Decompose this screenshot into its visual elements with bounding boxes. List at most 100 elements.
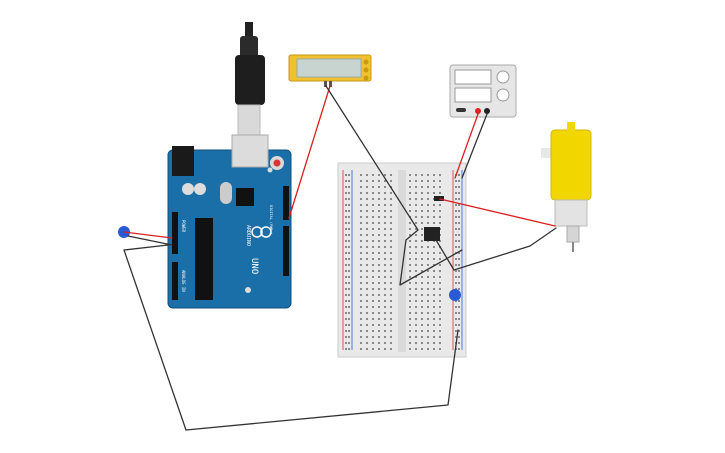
rail-hole[interactable]: [345, 252, 347, 254]
breadboard-hole[interactable]: [384, 318, 386, 320]
breadboard-hole[interactable]: [366, 186, 368, 188]
breadboard-hole[interactable]: [415, 252, 417, 254]
breadboard-hole[interactable]: [427, 198, 429, 200]
breadboard-hole[interactable]: [390, 246, 392, 248]
breadboard-hole[interactable]: [384, 294, 386, 296]
breadboard-hole[interactable]: [439, 192, 441, 194]
rail-hole[interactable]: [348, 288, 350, 290]
breadboard-hole[interactable]: [378, 342, 380, 344]
breadboard-hole[interactable]: [384, 312, 386, 314]
rail-hole[interactable]: [345, 324, 347, 326]
breadboard-hole[interactable]: [433, 252, 435, 254]
breadboard-hole[interactable]: [433, 264, 435, 266]
breadboard-hole[interactable]: [409, 342, 411, 344]
breadboard-hole[interactable]: [360, 174, 362, 176]
breadboard-hole[interactable]: [415, 324, 417, 326]
breadboard-hole[interactable]: [409, 294, 411, 296]
breadboard-hole[interactable]: [427, 174, 429, 176]
breadboard-hole[interactable]: [372, 180, 374, 182]
rail-hole[interactable]: [345, 192, 347, 194]
breadboard-hole[interactable]: [390, 216, 392, 218]
breadboard-hole[interactable]: [378, 246, 380, 248]
breadboard-hole[interactable]: [415, 222, 417, 224]
rail-hole[interactable]: [348, 330, 350, 332]
breadboard-hole[interactable]: [427, 324, 429, 326]
breadboard-hole[interactable]: [366, 318, 368, 320]
breadboard-hole[interactable]: [427, 246, 429, 248]
breadboard-hole[interactable]: [378, 300, 380, 302]
breadboard-hole[interactable]: [360, 342, 362, 344]
rail-hole[interactable]: [345, 312, 347, 314]
breadboard-hole[interactable]: [390, 210, 392, 212]
breadboard-hole[interactable]: [427, 264, 429, 266]
rail-hole[interactable]: [458, 300, 460, 302]
breadboard-hole[interactable]: [360, 264, 362, 266]
breadboard-hole[interactable]: [372, 264, 374, 266]
breadboard-hole[interactable]: [372, 300, 374, 302]
breadboard-hole[interactable]: [372, 192, 374, 194]
breadboard-hole[interactable]: [433, 288, 435, 290]
breadboard-hole[interactable]: [378, 282, 380, 284]
rail-hole[interactable]: [458, 228, 460, 230]
breadboard-hole[interactable]: [433, 342, 435, 344]
rail-hole[interactable]: [455, 270, 457, 272]
breadboard-hole[interactable]: [366, 252, 368, 254]
breadboard-hole[interactable]: [421, 288, 423, 290]
breadboard-hole[interactable]: [415, 258, 417, 260]
breadboard-hole[interactable]: [360, 276, 362, 278]
rail-hole[interactable]: [348, 210, 350, 212]
breadboard-hole[interactable]: [360, 180, 362, 182]
rail-hole[interactable]: [348, 312, 350, 314]
rail-hole[interactable]: [348, 174, 350, 176]
rail-hole[interactable]: [455, 186, 457, 188]
breadboard-hole[interactable]: [427, 222, 429, 224]
breadboard-hole[interactable]: [415, 198, 417, 200]
breadboard-hole[interactable]: [415, 246, 417, 248]
breadboard-hole[interactable]: [360, 288, 362, 290]
breadboard-hole[interactable]: [433, 258, 435, 260]
rail-hole[interactable]: [345, 342, 347, 344]
breadboard-hole[interactable]: [390, 342, 392, 344]
breadboard-hole[interactable]: [421, 252, 423, 254]
breadboard-hole[interactable]: [378, 180, 380, 182]
breadboard-hole[interactable]: [390, 276, 392, 278]
rail-hole[interactable]: [348, 342, 350, 344]
breadboard-hole[interactable]: [409, 192, 411, 194]
rail-hole[interactable]: [458, 252, 460, 254]
breadboard-hole[interactable]: [384, 204, 386, 206]
rail-hole[interactable]: [345, 186, 347, 188]
breadboard-hole[interactable]: [366, 342, 368, 344]
breadboard-hole[interactable]: [433, 192, 435, 194]
rail-hole[interactable]: [458, 204, 460, 206]
breadboard-hole[interactable]: [360, 330, 362, 332]
rail-hole[interactable]: [455, 300, 457, 302]
breadboard-hole[interactable]: [415, 270, 417, 272]
breadboard-hole[interactable]: [366, 312, 368, 314]
rail-hole[interactable]: [348, 336, 350, 338]
breadboard-hole[interactable]: [372, 246, 374, 248]
breadboard-hole[interactable]: [421, 282, 423, 284]
breadboard-hole[interactable]: [372, 186, 374, 188]
rail-hole[interactable]: [345, 264, 347, 266]
breadboard-hole[interactable]: [409, 174, 411, 176]
breadboard-hole[interactable]: [433, 222, 435, 224]
rail-hole[interactable]: [455, 312, 457, 314]
breadboard-hole[interactable]: [439, 318, 441, 320]
breadboard-hole[interactable]: [366, 210, 368, 212]
rail-hole[interactable]: [455, 240, 457, 242]
rail-hole[interactable]: [458, 192, 460, 194]
breadboard[interactable]: [337, 162, 467, 358]
breadboard-hole[interactable]: [366, 324, 368, 326]
breadboard-hole[interactable]: [433, 270, 435, 272]
breadboard-hole[interactable]: [427, 294, 429, 296]
breadboard-hole[interactable]: [384, 264, 386, 266]
rail-hole[interactable]: [345, 228, 347, 230]
rail-hole[interactable]: [345, 204, 347, 206]
breadboard-hole[interactable]: [378, 318, 380, 320]
breadboard-hole[interactable]: [384, 174, 386, 176]
breadboard-hole[interactable]: [366, 180, 368, 182]
breadboard-hole[interactable]: [415, 330, 417, 332]
rail-hole[interactable]: [455, 264, 457, 266]
rail-hole[interactable]: [458, 246, 460, 248]
rail-hole[interactable]: [345, 216, 347, 218]
